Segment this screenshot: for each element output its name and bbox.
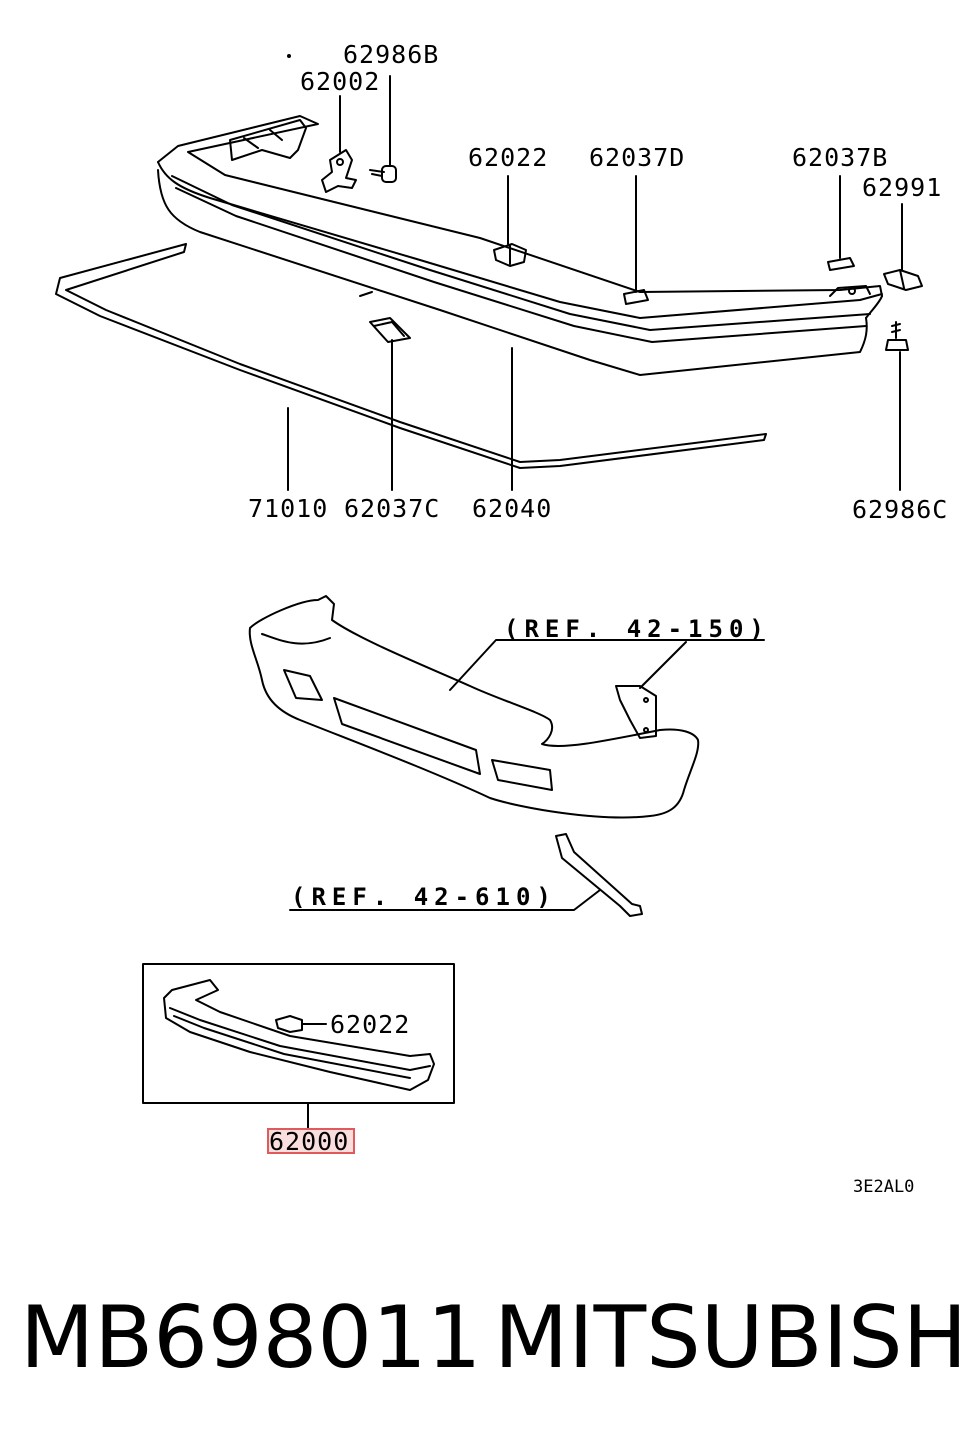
brand-name: MITSUBISHI <box>494 1288 960 1388</box>
label-62037C[interactable]: 62037C <box>344 494 441 523</box>
bracket-62002 <box>321 149 357 193</box>
screw-62986B <box>369 165 397 183</box>
part-number: MB698011 <box>20 1288 482 1388</box>
clip-62991 <box>883 269 923 291</box>
label-inset-62022[interactable]: 62022 <box>330 1010 411 1039</box>
strip-71010 <box>55 243 767 469</box>
bolt-62986C <box>885 321 909 351</box>
bumper-cover <box>248 595 700 819</box>
clip-62022 <box>493 243 527 267</box>
label-62986C[interactable]: 62986C <box>852 495 949 524</box>
label-62991[interactable]: 62991 <box>862 173 943 202</box>
label-62022[interactable]: 62022 <box>468 143 549 172</box>
label-62037D[interactable]: 62037D <box>589 143 686 172</box>
bumper-bar-62040 <box>157 115 883 376</box>
diagram-code: 3E2AL0 <box>853 1177 915 1197</box>
highlight-box <box>267 1128 355 1154</box>
leader-lines-upper <box>287 75 903 491</box>
pad-62037D <box>623 289 649 305</box>
reference-42-610[interactable]: (REF. 42-610) <box>291 883 557 911</box>
bracket-ref-42-610 <box>555 833 643 917</box>
label-62002[interactable]: 62002 <box>300 67 381 96</box>
label-62000-highlighted[interactable]: 62000 <box>269 1127 350 1156</box>
pad-62037B <box>827 257 855 271</box>
label-71010[interactable]: 71010 <box>248 494 329 523</box>
label-62037B[interactable]: 62037B <box>792 143 889 172</box>
label-62986B[interactable]: 62986B <box>343 40 440 69</box>
reference-42-150[interactable]: (REF. 42-150) <box>504 615 770 643</box>
speck-dot <box>287 54 291 58</box>
pad-62037C <box>369 317 411 343</box>
label-62040[interactable]: 62040 <box>472 494 553 523</box>
leader-lines-middle <box>289 639 765 911</box>
inset-box <box>142 963 455 1129</box>
